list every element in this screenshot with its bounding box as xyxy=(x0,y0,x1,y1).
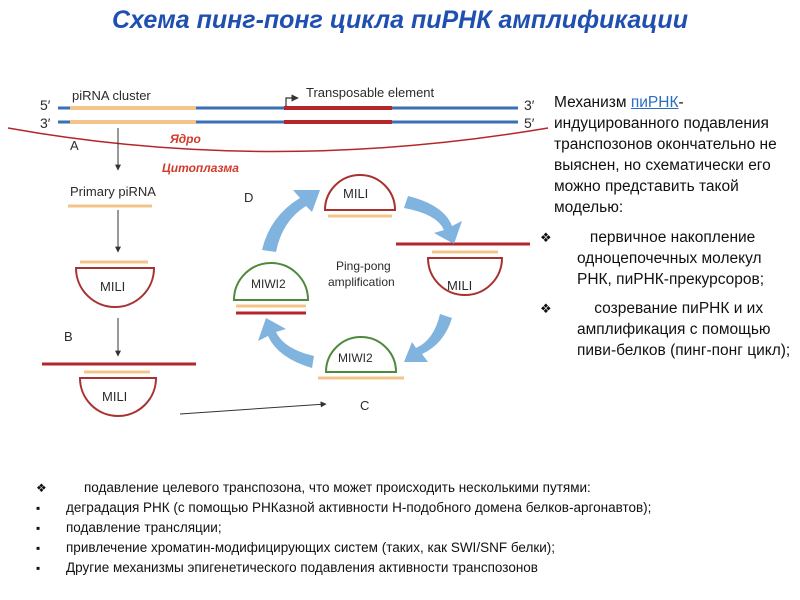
diamond-bullet-icon: ❖ xyxy=(36,481,47,495)
pathways-header: ❖ подавление целевого транспозона, что мо… xyxy=(36,478,776,498)
ping-pong-diagram: 5′ 3′ 3′ 5′ piRNA cluster Transposable e… xyxy=(7,85,549,417)
square-bullet-icon: ▪ xyxy=(36,501,41,515)
step-a-label: A xyxy=(70,138,79,153)
miwi2-label-bottom: MIWI2 xyxy=(338,351,373,365)
cycle-arrow-bottom-right-icon xyxy=(404,314,452,362)
step-d-label: D xyxy=(244,190,253,205)
mili-protein-left: MILI xyxy=(74,260,156,308)
suppression-pathways: ❖ подавление целевого транспозона, что мо… xyxy=(36,478,776,578)
list-item: ▪ привлечение хроматин-модифицирующих сис… xyxy=(36,538,776,558)
intro-text-after: -индуцированного подавления транспозонов… xyxy=(554,94,777,216)
pathways-header-text: подавление целевого транспозона, что мож… xyxy=(84,480,591,495)
list-item: ▪ Другие механизмы эпигенетического подав… xyxy=(36,558,776,578)
step-c-label: C xyxy=(360,398,369,413)
diamond-bullet-icon: ❖ xyxy=(540,230,552,245)
mechanism-intro: Механизм пиРНК-индуцированного подавлени… xyxy=(554,92,792,218)
miwi2-label-left: MIWI2 xyxy=(251,277,286,291)
mili-label-top: MILI xyxy=(343,186,368,201)
square-bullet-icon: ▪ xyxy=(36,561,41,575)
nucleus-label: Ядро xyxy=(169,132,201,146)
list-item-text: деградация РНК (с помощью РНКазной актив… xyxy=(66,500,652,515)
list-item: ▪ подавление трансляции; xyxy=(36,518,776,538)
three-prime-top-right-label: 3′ xyxy=(524,97,535,113)
bullet-text: первичное накопление одноцепочечных моле… xyxy=(577,229,765,288)
list-item-text: Другие механизмы эпигенетического подавл… xyxy=(66,560,538,575)
three-prime-bottom-label: 3′ xyxy=(40,115,51,131)
five-prime-bottom-right-label: 5′ xyxy=(524,115,535,131)
ping-pong-label-line2: amplification xyxy=(328,275,395,289)
list-item-text: подавление трансляции; xyxy=(66,520,222,535)
cytoplasm-label: Цитоплазма xyxy=(162,161,239,175)
intro-text-before: Механизм xyxy=(554,94,631,111)
cycle-arrows xyxy=(258,190,462,368)
diamond-bullet-icon: ❖ xyxy=(540,301,552,316)
pirna-cluster-label: piRNA cluster xyxy=(72,88,151,103)
primary-pirna-label: Primary piRNA xyxy=(70,184,156,199)
mili-label-left: MILI xyxy=(100,279,125,294)
mili-protein-right: MILI xyxy=(396,242,530,296)
cycle-arrow-bottom-left-icon xyxy=(258,318,314,368)
bullet-item: ❖ первичное накопление одноцепочечных мо… xyxy=(540,227,792,290)
mechanism-description: Механизм пиРНК-индуцированного подавлени… xyxy=(540,92,792,361)
square-bullet-icon: ▪ xyxy=(36,521,41,535)
list-item-text: привлечение хроматин-модифицирующих сист… xyxy=(66,540,556,555)
nuclear-membrane xyxy=(7,127,549,153)
transposable-element-label: Transposable element xyxy=(306,85,435,100)
bullet-text: созревание пиРНК и их амплификация с пом… xyxy=(577,300,791,359)
step-b-label: B xyxy=(64,329,73,344)
cycle-arrow-top-left-icon xyxy=(262,190,320,252)
square-bullet-icon: ▪ xyxy=(36,541,41,555)
mili-protein-bottom: MILI xyxy=(78,370,158,417)
arrow-to-ping-pong xyxy=(179,401,327,415)
five-prime-top-label: 5′ xyxy=(40,97,51,113)
page-title: Схема пинг-понг цикла пиРНК амплификации xyxy=(112,6,688,34)
ping-pong-label-line1: Ping-pong xyxy=(336,259,391,273)
miwi2-protein-bottom: MIWI2 xyxy=(318,336,404,380)
mili-protein-top: MILI xyxy=(323,174,397,218)
pirna-link[interactable]: пиРНК xyxy=(630,94,679,111)
miwi2-protein-left: MIWI2 xyxy=(232,262,310,315)
genome-dna: 5′ 3′ 3′ 5′ piRNA cluster Transposable e… xyxy=(40,85,535,131)
cycle-arrow-top-right-icon xyxy=(404,196,462,244)
list-item: ▪ деградация РНК (с помощью РНКазной акти… xyxy=(36,498,776,518)
mili-label-right: MILI xyxy=(447,278,472,293)
promoter-arrow-icon xyxy=(285,94,299,106)
bullet-item: ❖ созревание пиРНК и их амплификация с п… xyxy=(540,298,792,361)
mili-label-bottom: MILI xyxy=(102,389,127,404)
